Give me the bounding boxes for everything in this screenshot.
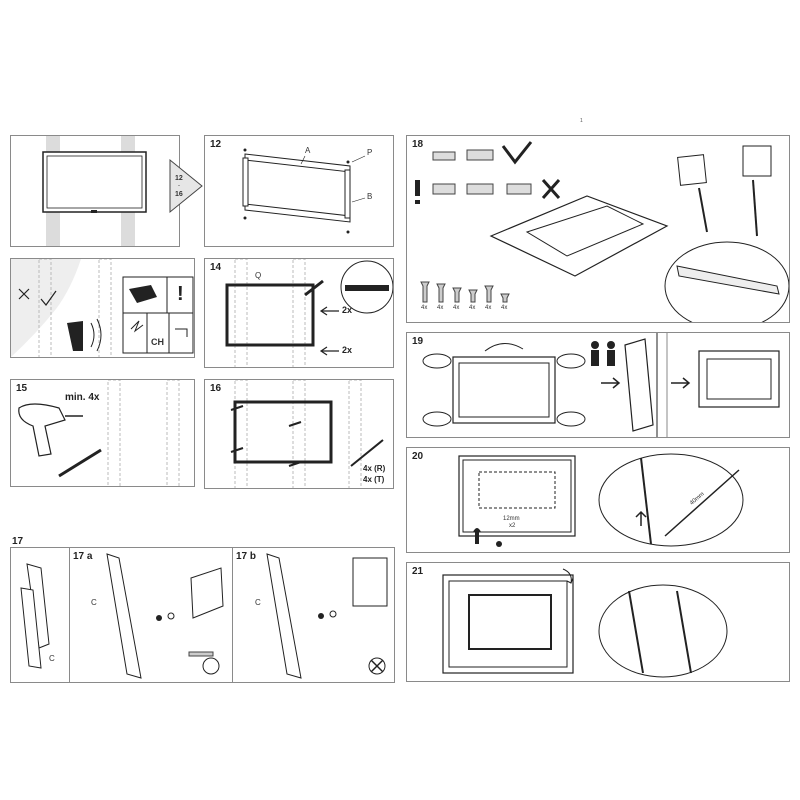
steps-reference-arrow: 12 - 16 bbox=[168, 158, 204, 214]
step-number: 12 bbox=[210, 139, 222, 150]
screw-row: 4x 4x 4x 4x 4x 4x bbox=[415, 278, 525, 314]
hang-tv-illustration bbox=[422, 333, 780, 437]
count-bottom: 2x bbox=[342, 345, 353, 355]
intro-illustration bbox=[42, 136, 147, 246]
step-number: 19 bbox=[412, 336, 424, 347]
step-number: 18 bbox=[412, 139, 424, 150]
count-top: 2x bbox=[342, 305, 353, 315]
secure-tv-illustration bbox=[458, 453, 744, 547]
screw-count: 4x bbox=[453, 305, 460, 311]
label-p: P bbox=[367, 148, 373, 157]
spacing-note: 12mm bbox=[503, 516, 520, 522]
bracket-parts-illustration bbox=[242, 148, 366, 234]
label-a: A bbox=[305, 146, 311, 155]
arms-illustration bbox=[20, 553, 388, 679]
label-b: B bbox=[367, 192, 373, 201]
step-16-panel: 16 4x (R) 4x (T) bbox=[204, 379, 394, 489]
warning-exclamation: ! bbox=[177, 283, 184, 305]
steps-ref-top: 12 bbox=[175, 175, 183, 182]
tv-back-attach-illustration bbox=[415, 141, 789, 322]
mark-holes-illustration bbox=[225, 259, 393, 367]
screw-count: 4x bbox=[421, 305, 428, 311]
step-17-number: 17 bbox=[12, 536, 24, 547]
substep-17b: 17 b bbox=[236, 551, 257, 562]
spacing-multiplier: x2 bbox=[509, 523, 516, 529]
label-q: Q bbox=[255, 271, 262, 280]
screw-count: 4x bbox=[485, 305, 492, 311]
label-c-17b: C bbox=[255, 598, 261, 607]
central-heating-label: CH bbox=[151, 337, 164, 347]
screw-count: 4x bbox=[501, 305, 508, 311]
stud-finder-illustration bbox=[11, 259, 194, 357]
steps-ref-bottom: 16 bbox=[175, 191, 183, 198]
step-number: 15 bbox=[16, 383, 28, 394]
step-number: 20 bbox=[412, 451, 424, 462]
step-number: 21 bbox=[412, 566, 424, 577]
count-r: 4x (R) bbox=[363, 464, 386, 473]
step-21-panel: 21 bbox=[406, 562, 790, 682]
step-17-panel: 17 a 17 b C C C bbox=[10, 547, 395, 683]
step-19-panel: 19 bbox=[406, 332, 790, 438]
drill-illustration bbox=[18, 380, 180, 486]
substep-17a: 17 a bbox=[73, 551, 93, 562]
step-15-panel: 15 min. 4x bbox=[10, 379, 195, 487]
step-20-panel: 20 12mm x2 40mm bbox=[406, 447, 790, 553]
step-14-panel: 14 Q 2x 2x bbox=[204, 258, 394, 368]
wall-plate-screws-illustration bbox=[230, 380, 384, 488]
count-t: 4x (T) bbox=[363, 475, 385, 484]
step-12-panel: 12 A P B bbox=[204, 135, 394, 247]
step-number: 14 bbox=[210, 262, 222, 273]
drill-note: min. 4x bbox=[65, 392, 100, 403]
level-adjust-illustration bbox=[442, 568, 728, 678]
steps-ref-dash: - bbox=[178, 183, 180, 189]
intro-panel bbox=[10, 135, 180, 247]
label-c-17a: C bbox=[91, 598, 97, 607]
label-c-left: C bbox=[49, 654, 55, 663]
step-number: 16 bbox=[210, 383, 222, 394]
screw-count: 4x bbox=[437, 305, 444, 311]
step-18-panel: 18 4x 4x 4x 4x 4x 4x bbox=[406, 135, 790, 323]
step-13-panel: 13 ! CH bbox=[10, 258, 195, 358]
screw-count: 4x bbox=[469, 305, 476, 311]
page-number: 1 bbox=[580, 118, 583, 124]
